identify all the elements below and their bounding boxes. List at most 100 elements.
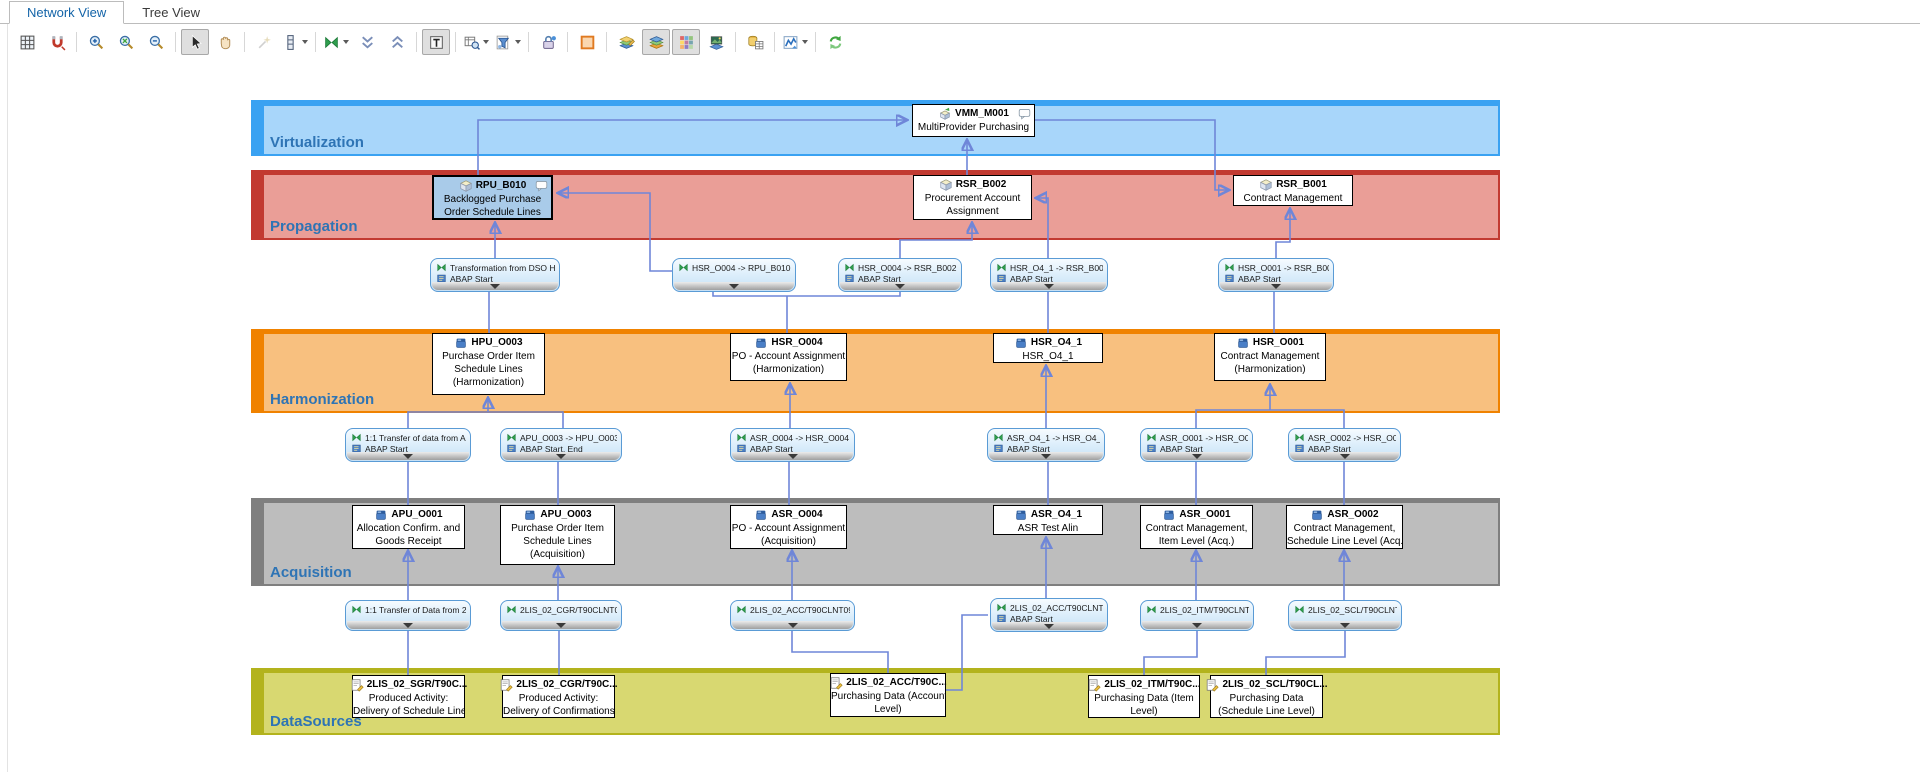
chart-icon[interactable] bbox=[780, 29, 810, 55]
node-asr-o002[interactable]: ASR_O002 Contract Management, Schedule L… bbox=[1286, 505, 1403, 549]
node-rsr-b002[interactable]: RSR_B002 Procurement Account Assignment bbox=[913, 175, 1032, 220]
node-asr-o004[interactable]: ASR_O004 PO - Account Assignment (Acquis… bbox=[730, 505, 847, 549]
expand-chevron-icon[interactable] bbox=[347, 452, 469, 460]
dropdown-caret-icon[interactable] bbox=[302, 40, 308, 44]
tab-network-view[interactable]: Network View bbox=[9, 1, 124, 24]
transformation-icon bbox=[996, 602, 1007, 613]
zoom-in-icon[interactable] bbox=[82, 29, 110, 55]
node-2lis-02-scl[interactable]: 2LIS_02_SCL/T90CL... Purchasing Data (Sc… bbox=[1210, 675, 1323, 718]
palette-icon[interactable] bbox=[672, 29, 700, 55]
node-hsr-o004[interactable]: HSR_O004 PO - Account Assignment (Harmon… bbox=[730, 333, 847, 381]
connection-line bbox=[792, 631, 888, 673]
node-2lis-02-acc[interactable]: 2LIS_02_ACC/T90C... Purchasing Data (Acc… bbox=[830, 673, 946, 717]
note-icon[interactable] bbox=[1018, 107, 1031, 120]
transform-2lis-cgr[interactable]: 2LIS_02_CGR/T90CLNT090 ->... bbox=[500, 600, 622, 631]
node-hsr-o4-1[interactable]: HSR_O4_1 HSR_O4_1 bbox=[993, 333, 1103, 363]
zoom-fit-icon[interactable] bbox=[112, 29, 140, 55]
grid-icon[interactable] bbox=[13, 29, 41, 55]
transform-hsr-o004-rsr-b002[interactable]: HSR_O004 -> RSR_B002 ABAP Start bbox=[838, 258, 962, 292]
expand-chevron-icon[interactable] bbox=[840, 282, 960, 290]
expand-chevron-icon[interactable] bbox=[1290, 452, 1399, 460]
refresh-icon[interactable] bbox=[821, 29, 849, 55]
expand-chevron-icon[interactable] bbox=[732, 452, 853, 460]
node-apu-o003[interactable]: APU_O003 Purchase Order Item Schedule Li… bbox=[500, 505, 615, 565]
transform-apu-o001-hpu[interactable]: 1:1 Transfer of data from APU... ABAP St… bbox=[345, 428, 471, 462]
tab-tree-view[interactable]: Tree View bbox=[124, 1, 218, 24]
select-cursor-icon[interactable] bbox=[181, 29, 209, 55]
expand-chevron-icon[interactable] bbox=[1290, 621, 1400, 629]
node-2lis-02-sgr[interactable]: 2LIS_02_SGR/T90C... Produced Activity: D… bbox=[352, 675, 465, 718]
layers-image-icon[interactable] bbox=[702, 29, 730, 55]
transformation-icon[interactable] bbox=[321, 29, 351, 55]
expand-chevron-icon[interactable] bbox=[347, 621, 469, 629]
expand-all-icon[interactable] bbox=[383, 29, 411, 55]
table-search-icon[interactable] bbox=[461, 29, 491, 55]
node-title: HSR_O001 bbox=[1215, 335, 1325, 350]
expand-chevron-icon[interactable] bbox=[502, 452, 620, 460]
dropdown-caret-icon[interactable] bbox=[515, 40, 521, 44]
transform-dso-to-rpu[interactable]: Transformation from DSO HP... ABAP Start bbox=[430, 258, 560, 292]
node-2lis-02-cgr[interactable]: 2LIS_02_CGR/T90C... Produced Activity: D… bbox=[502, 675, 615, 718]
transform-title: Transformation from DSO HP... bbox=[450, 263, 555, 273]
transform-asr-o002-hsr-o001[interactable]: ASR_O002 -> HSR_O001 ABAP Start bbox=[1288, 428, 1401, 462]
swimlane-icon[interactable] bbox=[573, 29, 601, 55]
dso-icon bbox=[1014, 508, 1028, 522]
transform-hsr-o004-rpu-b010[interactable]: HSR_O004 -> RPU_B010 bbox=[672, 258, 796, 292]
node-asr-o4-1[interactable]: ASR_O4_1 ASR Test Alin bbox=[993, 505, 1103, 535]
node-apu-o001[interactable]: APU_O001 Allocation Confirm. and Goods R… bbox=[352, 505, 465, 549]
expand-chevron-icon[interactable] bbox=[992, 622, 1106, 630]
node-asr-o001[interactable]: ASR_O001 Contract Management, Item Level… bbox=[1140, 505, 1253, 549]
lock-icon[interactable] bbox=[534, 29, 562, 55]
expand-chevron-icon[interactable] bbox=[1220, 282, 1332, 290]
expand-chevron-icon[interactable] bbox=[1142, 621, 1252, 629]
transform-2lis-acc-2[interactable]: 2LIS_02_ACC/T90CLNT090 ->... ABAP Start bbox=[990, 598, 1108, 632]
text-mode-icon[interactable] bbox=[422, 29, 450, 55]
transform-2lis-sgr[interactable]: 1:1 Transfer of Data from 2LIS... bbox=[345, 600, 471, 631]
expand-chevron-icon[interactable] bbox=[1142, 452, 1251, 460]
transform-apu-o003-hpu-o003[interactable]: APU_O003 -> HPU_O003 ABAP Start, End bbox=[500, 428, 622, 462]
datasource-icon bbox=[829, 676, 843, 690]
transform-title: 2LIS_02_ACC/T90CLNT090 ->... bbox=[750, 605, 850, 615]
node-vmm-m001[interactable]: VMM_M001 MultiProvider Purchasing bbox=[912, 104, 1035, 137]
expand-chevron-icon[interactable] bbox=[992, 282, 1106, 290]
tab-bar: Network View Tree View bbox=[0, 0, 1920, 24]
data-table-icon[interactable] bbox=[741, 29, 769, 55]
node-hpu-o003[interactable]: HPU_O003 Purchase Order Item Schedule Li… bbox=[432, 333, 545, 395]
transform-asr-o4-1-hsr-o4-1[interactable]: ASR_O4_1 -> HSR_O4_1 ABAP Start bbox=[987, 428, 1105, 462]
magnet-icon[interactable] bbox=[43, 29, 71, 55]
node-2lis-02-itm[interactable]: 2LIS_02_ITM/T90C... Purchasing Data (Ite… bbox=[1088, 675, 1200, 718]
transform-hsr-o001-rsr-b001[interactable]: HSR_O001 -> RSR_B001 ABAP Start bbox=[1218, 258, 1334, 292]
node-description: Purchasing Data (Account bbox=[831, 690, 945, 703]
layers-icon[interactable] bbox=[642, 29, 670, 55]
transform-2lis-acc-1[interactable]: 2LIS_02_ACC/T90CLNT090 ->... bbox=[730, 600, 855, 631]
dropdown-caret-icon[interactable] bbox=[802, 40, 808, 44]
collapse-all-icon[interactable] bbox=[353, 29, 381, 55]
layers-edit-icon[interactable] bbox=[612, 29, 640, 55]
filter-icon[interactable] bbox=[493, 29, 523, 55]
expand-chevron-icon[interactable] bbox=[674, 282, 794, 290]
transform-2lis-itm[interactable]: 2LIS_02_ITM/T90CLNT090 ->... bbox=[1140, 600, 1254, 631]
dso-icon bbox=[754, 336, 768, 350]
transformation-icon bbox=[506, 432, 517, 443]
band-virtualization[interactable]: Virtualization bbox=[251, 100, 1500, 156]
row-layout-icon[interactable] bbox=[280, 29, 310, 55]
expand-chevron-icon[interactable] bbox=[432, 282, 558, 290]
dropdown-caret-icon[interactable] bbox=[483, 40, 489, 44]
expand-chevron-icon[interactable] bbox=[502, 621, 620, 629]
expand-chevron-icon[interactable] bbox=[989, 452, 1103, 460]
transform-2lis-scl[interactable]: 2LIS_02_SCL/T90CLNT090 ->... bbox=[1288, 600, 1402, 631]
transform-asr-o004-hsr-o004[interactable]: ASR_O004 -> HSR_O004 ABAP Start bbox=[730, 428, 855, 462]
zoom-out-icon[interactable] bbox=[142, 29, 170, 55]
node-rpu-b010[interactable]: RPU_B010 Backlogged Purchase Order Sched… bbox=[432, 175, 553, 220]
note-icon[interactable] bbox=[535, 179, 548, 192]
dropdown-caret-icon[interactable] bbox=[343, 40, 349, 44]
node-rsr-b001[interactable]: RSR_B001 Contract Management bbox=[1233, 175, 1353, 206]
node-hsr-o001[interactable]: HSR_O001 Contract Management (Harmonizat… bbox=[1214, 333, 1326, 381]
transform-hsr-o4-1-rsr-b002[interactable]: HSR_O4_1 -> RSR_B002 ABAP Start bbox=[990, 258, 1108, 292]
transform-asr-o001-hsr-o001[interactable]: ASR_O001 -> HSR_O001 ABAP Start bbox=[1140, 428, 1253, 462]
auto-layout-icon[interactable] bbox=[250, 29, 278, 55]
pan-hand-icon[interactable] bbox=[211, 29, 239, 55]
transformation-icon bbox=[1294, 604, 1305, 615]
expand-chevron-icon[interactable] bbox=[732, 621, 853, 629]
